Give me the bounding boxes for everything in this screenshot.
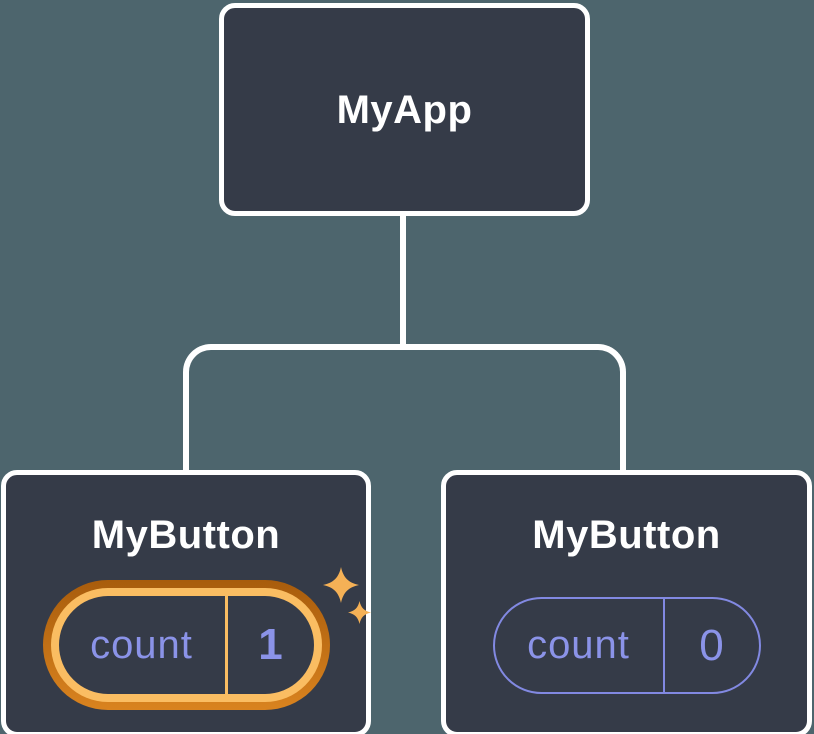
- node-title: MyButton: [91, 513, 281, 557]
- state-pill-core: count 1: [58, 596, 314, 694]
- node-myapp: MyApp: [219, 3, 590, 216]
- state-name: count: [527, 623, 630, 667]
- state-pill-inner-ring: count 1: [50, 588, 322, 702]
- state-divider: [224, 596, 228, 694]
- connector-root-stem: [400, 214, 406, 348]
- node-title: MyApp: [336, 87, 473, 132]
- state-name: count: [90, 622, 193, 667]
- state-divider: [662, 599, 665, 692]
- node-mybutton-right: MyButton count 0: [441, 470, 812, 734]
- sparkles-icon: [323, 567, 371, 624]
- connector-branch: [183, 344, 626, 472]
- state-pill: count 0: [492, 597, 761, 694]
- state-pill-highlighted: count 1: [42, 580, 330, 710]
- node-title: MyButton: [532, 513, 721, 557]
- state-value: 1: [258, 620, 283, 669]
- state-value: 0: [699, 620, 724, 670]
- node-mybutton-left: MyButton count 1: [1, 470, 371, 734]
